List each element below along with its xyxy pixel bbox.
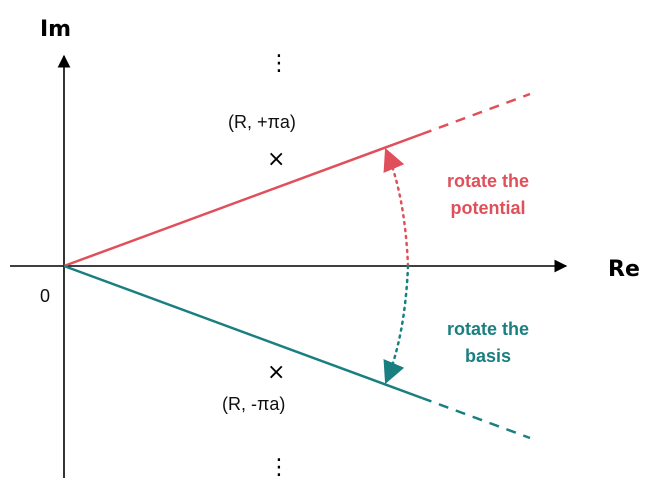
- upper-pole-label: (R, +πa): [228, 112, 296, 132]
- potential-ray-dashed: [421, 92, 531, 136]
- upper-ellipsis: ⋮: [268, 51, 290, 76]
- origin-label: 0: [40, 286, 50, 306]
- basis-ray: [63, 264, 423, 400]
- basis-ray-dashed: [421, 396, 531, 440]
- rotate-potential-line1: rotate the: [447, 171, 529, 191]
- rotate-basis-line1: rotate the: [447, 319, 529, 339]
- rotate-basis-line2: basis: [465, 346, 511, 366]
- potential-ray: [63, 132, 423, 268]
- rotate-potential-line2: potential: [451, 198, 526, 218]
- lower-pole-label: (R, -πa): [222, 394, 285, 414]
- real-axis-label: Re: [608, 257, 640, 282]
- imaginary-axis-label: Im: [40, 17, 71, 42]
- basis-rotation-arc: [383, 264, 410, 385]
- upper-pole-marker: ×: [267, 147, 285, 172]
- lower-ellipsis: ⋮: [268, 455, 290, 480]
- potential-rotation-arc: [383, 147, 410, 268]
- lower-pole-marker: ×: [267, 360, 285, 385]
